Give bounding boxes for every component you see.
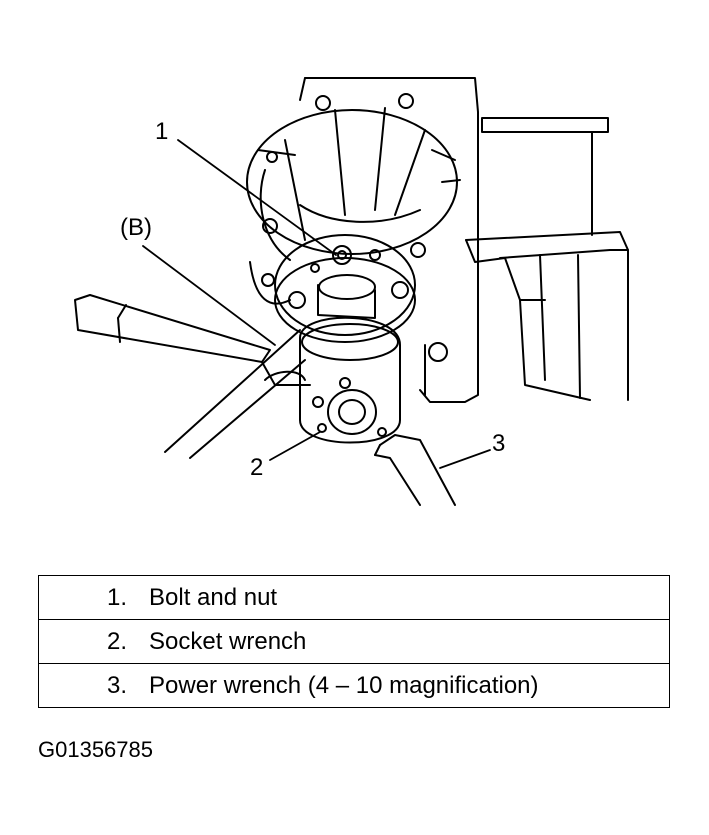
mounting-plate — [299, 77, 479, 403]
companion-flange — [274, 234, 416, 343]
power-wrench-handle — [374, 434, 456, 506]
legend-number: 3. — [38, 663, 129, 708]
parts-legend-table: 1. Bolt and nut 2. Socket wrench 3. Powe… — [38, 575, 670, 708]
carrier-housing — [246, 107, 461, 305]
leader-line-2 — [269, 431, 321, 461]
side-bracket — [465, 117, 629, 401]
legend-text: Bolt and nut — [129, 575, 670, 620]
legend-row: 1. Bolt and nut — [38, 575, 670, 620]
callout-1: 1 — [155, 118, 169, 145]
differential-illustration — [74, 77, 629, 506]
legend-row: 2. Socket wrench — [38, 619, 670, 664]
leader-line-3 — [439, 449, 491, 469]
legend-number: 2. — [38, 619, 129, 664]
legend-text: Power wrench (4 – 10 magnification) — [129, 663, 670, 708]
leader-line-b — [142, 245, 276, 346]
callout-2: 2 — [250, 454, 264, 481]
holding-bar — [74, 294, 311, 459]
legend-number: 1. — [38, 575, 129, 620]
legend-row: 3. Power wrench (4 – 10 magnification) — [38, 663, 670, 708]
callout-3: 3 — [492, 430, 506, 457]
legend-text: Socket wrench — [129, 619, 670, 664]
leader-line-1 — [177, 139, 337, 256]
leader-lines — [142, 139, 491, 469]
socket-wrench-head — [299, 316, 401, 444]
figure-id: G01356785 — [38, 737, 153, 762]
callout-b: (B) — [120, 214, 152, 241]
